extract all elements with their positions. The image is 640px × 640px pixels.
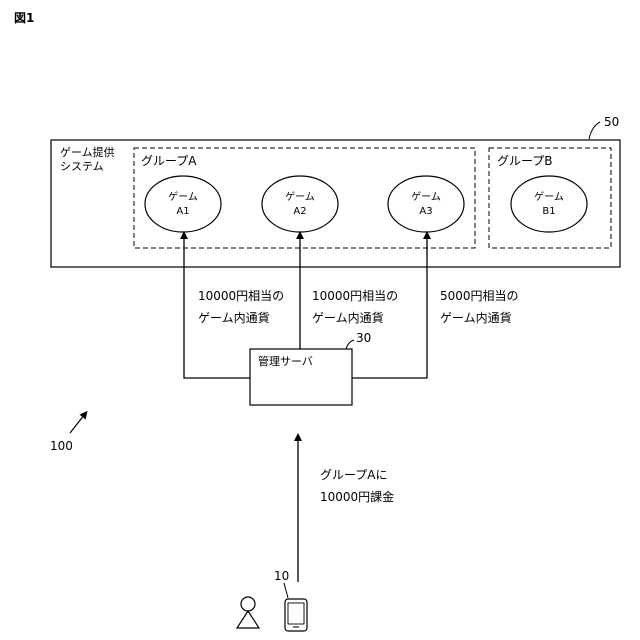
system-title-line-1: ゲーム提供 (60, 145, 115, 159)
charge-amount: 10000円課金 (320, 489, 394, 504)
flow-arrow-to-a3 (352, 235, 427, 378)
group-a-label: グループA (141, 154, 197, 168)
flow-arrow-to-a1 (184, 235, 250, 378)
game-a2-id: A2 (293, 206, 306, 217)
flow-a1-amount: 10000円相当の (198, 289, 284, 303)
system-title-line-2: システム (60, 160, 104, 173)
management-server-label: 管理サーバ (258, 354, 313, 368)
system-ref-leader (589, 122, 600, 139)
game-b1-node (511, 176, 587, 232)
server-ref-number: 30 (356, 331, 371, 345)
flow-a1-currency: ゲーム内通貨 (198, 310, 270, 325)
flow-a2-currency: ゲーム内通貨 (312, 310, 384, 325)
game-a3-node (388, 176, 464, 232)
game-a3-title: ゲーム (411, 191, 441, 203)
smartphone-icon (285, 599, 307, 631)
game-b1-id: B1 (542, 206, 555, 217)
user-ref-leader (284, 583, 288, 598)
user-ref-number: 10 (274, 569, 289, 583)
game-a1-node (145, 176, 221, 232)
charge-group: グループAに (320, 468, 388, 482)
group-b-label: グループB (497, 154, 553, 168)
figure-label: 図1 (14, 11, 34, 25)
game-a1-title: ゲーム (168, 191, 198, 203)
game-a1-id: A1 (176, 206, 189, 217)
game-a3-id: A3 (419, 206, 432, 217)
flow-a3-currency: ゲーム内通貨 (440, 310, 512, 325)
server-ref-leader (346, 340, 354, 349)
overall-ref-arrow (70, 414, 85, 433)
flow-a3-amount: 5000円相当の (440, 289, 519, 303)
flow-a2-amount: 10000円相当の (312, 289, 398, 303)
system-ref-number: 50 (604, 115, 619, 129)
overall-ref-number: 100 (50, 439, 73, 453)
game-a2-node (262, 176, 338, 232)
game-a2-title: ゲーム (285, 191, 315, 203)
game-b1-title: ゲーム (534, 191, 564, 203)
user-person-icon (237, 597, 259, 628)
